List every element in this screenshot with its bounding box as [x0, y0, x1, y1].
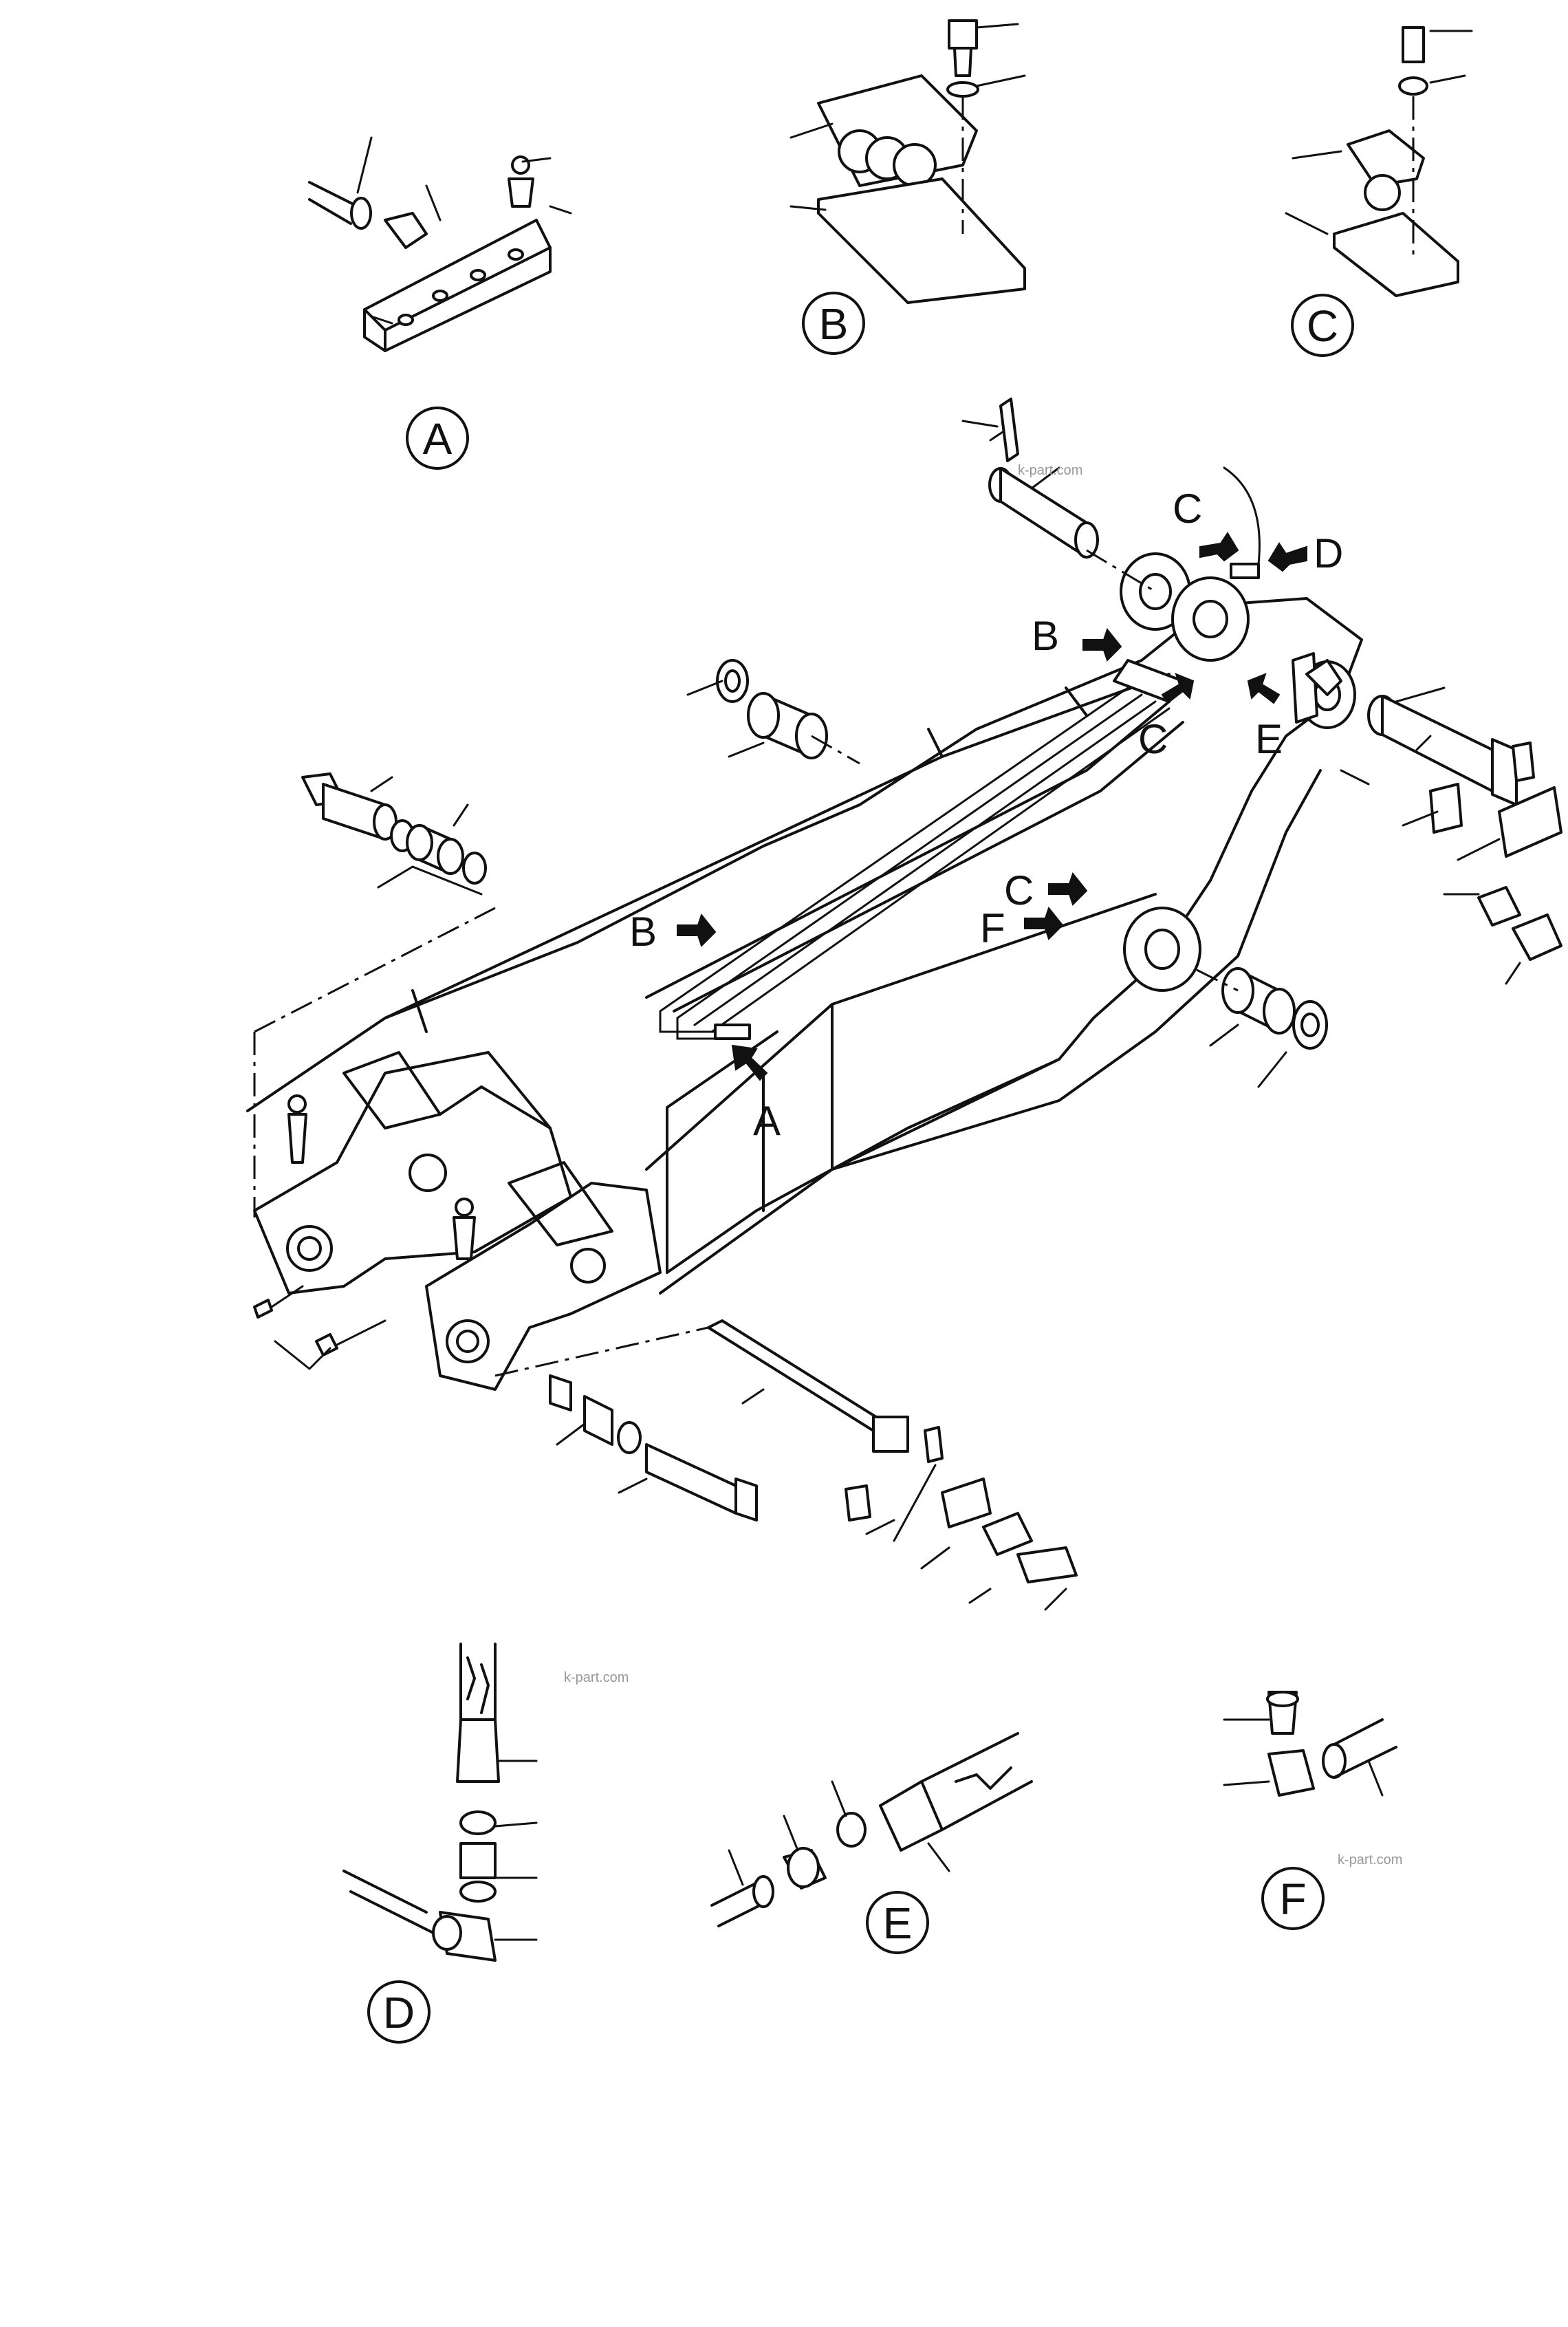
callout-label-e-mid: E	[1255, 716, 1283, 762]
callout-label-a-bottom: A	[753, 1098, 781, 1144]
detail-label-f-text: F	[1279, 1874, 1306, 1924]
detail-label-e: E	[866, 1891, 929, 1954]
detail-label-e-text: E	[883, 1898, 913, 1948]
rear-grease-fittings	[253, 1094, 476, 1370]
detail-d-hose-fitting	[342, 1643, 538, 1962]
detail-label-a: A	[406, 407, 469, 470]
watermark: k-part.com	[564, 1670, 629, 1685]
detail-e-hose-fitting	[710, 1732, 1033, 1927]
detail-label-d-text: D	[383, 1988, 415, 2037]
rear-lower-pin-assembly	[494, 1319, 1078, 1611]
upper-bushing-pair	[686, 659, 860, 765]
watermark: k-part.com	[1338, 1852, 1402, 1868]
callout-label-c-lower: C	[1004, 867, 1034, 913]
lower-front-bushing	[1196, 967, 1328, 1088]
detail-label-a-text: A	[423, 414, 453, 464]
detail-label-c: C	[1291, 294, 1354, 357]
detail-label-f: F	[1261, 1867, 1325, 1930]
detail-b-pipe-clamp	[790, 19, 1026, 304]
detail-c-pipe-clamp	[1285, 26, 1473, 297]
callout-label-f-lower: F	[980, 905, 1005, 951]
detail-a-grease-block	[308, 136, 572, 352]
detail-f-elbow-fitting	[1223, 1691, 1397, 1797]
callout-label-c-top: C	[1173, 486, 1202, 532]
callout-label-c-mid: C	[1138, 716, 1168, 762]
callout-label-b-left: B	[629, 909, 657, 955]
callout-label-d-top: D	[1314, 530, 1343, 576]
front-pin-assembly	[961, 398, 1156, 593]
detail-label-b-text: B	[819, 299, 849, 349]
callout-arrows	[677, 532, 1307, 1081]
detail-label-d: D	[367, 1980, 431, 2044]
boom-body	[246, 466, 1363, 1391]
watermark: k-part.com	[1018, 463, 1082, 478]
callout-label-b-upper: B	[1032, 613, 1059, 659]
right-pin-assembly	[1305, 659, 1562, 985]
rear-upper-pin-assembly	[253, 772, 496, 1217]
detail-label-c-text: C	[1307, 301, 1338, 351]
detail-label-b: B	[802, 292, 865, 355]
